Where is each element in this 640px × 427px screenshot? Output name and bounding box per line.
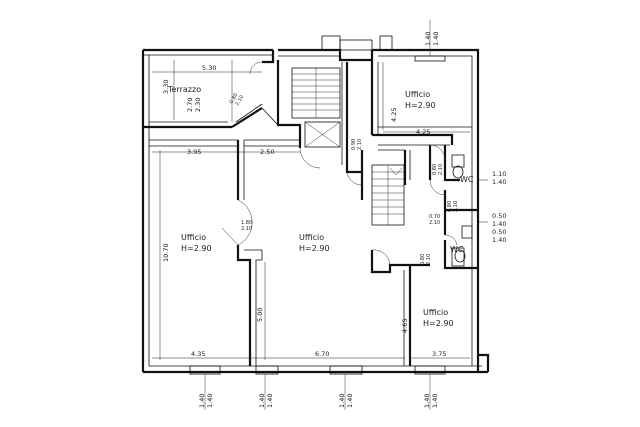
dim-left-depth: 10.70 <box>162 243 170 262</box>
room-ufficio-center-name: Ufficio <box>299 233 324 242</box>
dim-top-right-width: 4.25 <box>416 128 430 136</box>
room-ufficio-left-height: H=2.90 <box>181 244 212 253</box>
wc-fixtures <box>451 154 473 267</box>
dim-wc2-w3: 0.50 <box>492 228 506 236</box>
room-ufficio-bottom-right-height: H=2.90 <box>423 319 454 328</box>
dim-wc2-w4: 1.40 <box>492 236 506 244</box>
dim-door-mid-2: 2.10 <box>429 220 440 226</box>
dim-win-b3-2: 1.40 <box>346 394 354 408</box>
dim-door-low-1: 0.80 <box>420 254 426 265</box>
dim-door-top-1: 0.80 <box>432 164 438 175</box>
dim-win-b2-2: 1.40 <box>266 394 274 408</box>
room-terrazzo-label: Terrazzo <box>167 85 201 94</box>
dim-top-right-depth: 4.25 <box>390 108 398 122</box>
window-markers <box>189 20 446 410</box>
room-ufficio-bottom-right-name: Ufficio <box>423 308 448 317</box>
room-ufficio-center-height: H=2.90 <box>299 244 330 253</box>
dim-door-left-1: 1.80 <box>241 220 252 226</box>
dim-win-b3-1: 1.40 <box>338 394 346 408</box>
dim-wc2-w2: 1.40 <box>492 220 506 228</box>
dim-center-depth: 5.00 <box>256 308 264 322</box>
dim-left-width: 3.95 <box>187 148 201 156</box>
dim-top-window-2: 1.40 <box>432 32 440 46</box>
room-ufficio-left-name: Ufficio <box>181 233 206 242</box>
dim-terrace-h2: 2.30 <box>194 98 202 112</box>
room-labels: Terrazzo Ufficio H=2.90 Ufficio H=2.90 U… <box>167 85 474 328</box>
dim-wc1-w2: 1.40 <box>492 178 506 186</box>
dim-door-wc-2: 2.10 <box>453 201 459 212</box>
dim-wc2-w1: 0.50 <box>492 212 506 220</box>
room-wc-2-label: WC <box>450 245 464 254</box>
dim-wc1-w1: 1.10 <box>492 170 506 178</box>
dim-door-left-2: 2.10 <box>241 226 252 232</box>
dim-win-b1-1: 1.40 <box>198 394 206 408</box>
dim-bottom-right: 3.75 <box>432 350 446 358</box>
dim-diag-1: 0.80 <box>229 92 240 105</box>
room-ufficio-top-right-height: H=2.90 <box>405 101 436 110</box>
dim-win-b4-1: 1.40 <box>423 394 431 408</box>
dim-bottom-center: 6.70 <box>315 350 329 358</box>
dim-terrace-width: 5.30 <box>202 64 216 72</box>
dim-door-stair-2: 2.10 <box>357 139 363 150</box>
stairs-upper <box>291 67 341 148</box>
stairs-lower <box>371 164 405 226</box>
dim-win-b1-2: 1.40 <box>206 394 214 408</box>
dim-terrace-depth: 3.30 <box>162 80 170 94</box>
dim-win-b2-1: 1.40 <box>258 394 266 408</box>
dim-terrace-h1: 2.70 <box>186 98 194 112</box>
dim-win-b4-2: 1.40 <box>431 394 439 408</box>
dim-door-low-2: 2.10 <box>426 254 432 265</box>
dim-center-top: 2.50 <box>260 148 274 156</box>
dim-door-top-2: 2.10 <box>438 164 444 175</box>
dim-bottom-left: 4.35 <box>191 350 205 358</box>
doors <box>221 60 458 266</box>
dimension-lines <box>152 60 488 360</box>
dim-door-stair-1: 0.90 <box>351 139 357 150</box>
dimension-labels: 5.30 3.30 2.70 2.30 0.80 2.10 4.25 4.25 … <box>162 32 506 408</box>
dim-right-depth: 4.65 <box>401 319 409 333</box>
dim-door-mid-1: 0.70 <box>429 214 440 220</box>
dim-diag-2: 2.10 <box>235 94 246 107</box>
room-ufficio-top-right-name: Ufficio <box>405 90 430 99</box>
room-wc-1-label: WC <box>460 175 474 184</box>
dim-door-wc-1: 0.80 <box>447 201 453 212</box>
dim-top-window-1: 1.40 <box>424 32 432 46</box>
